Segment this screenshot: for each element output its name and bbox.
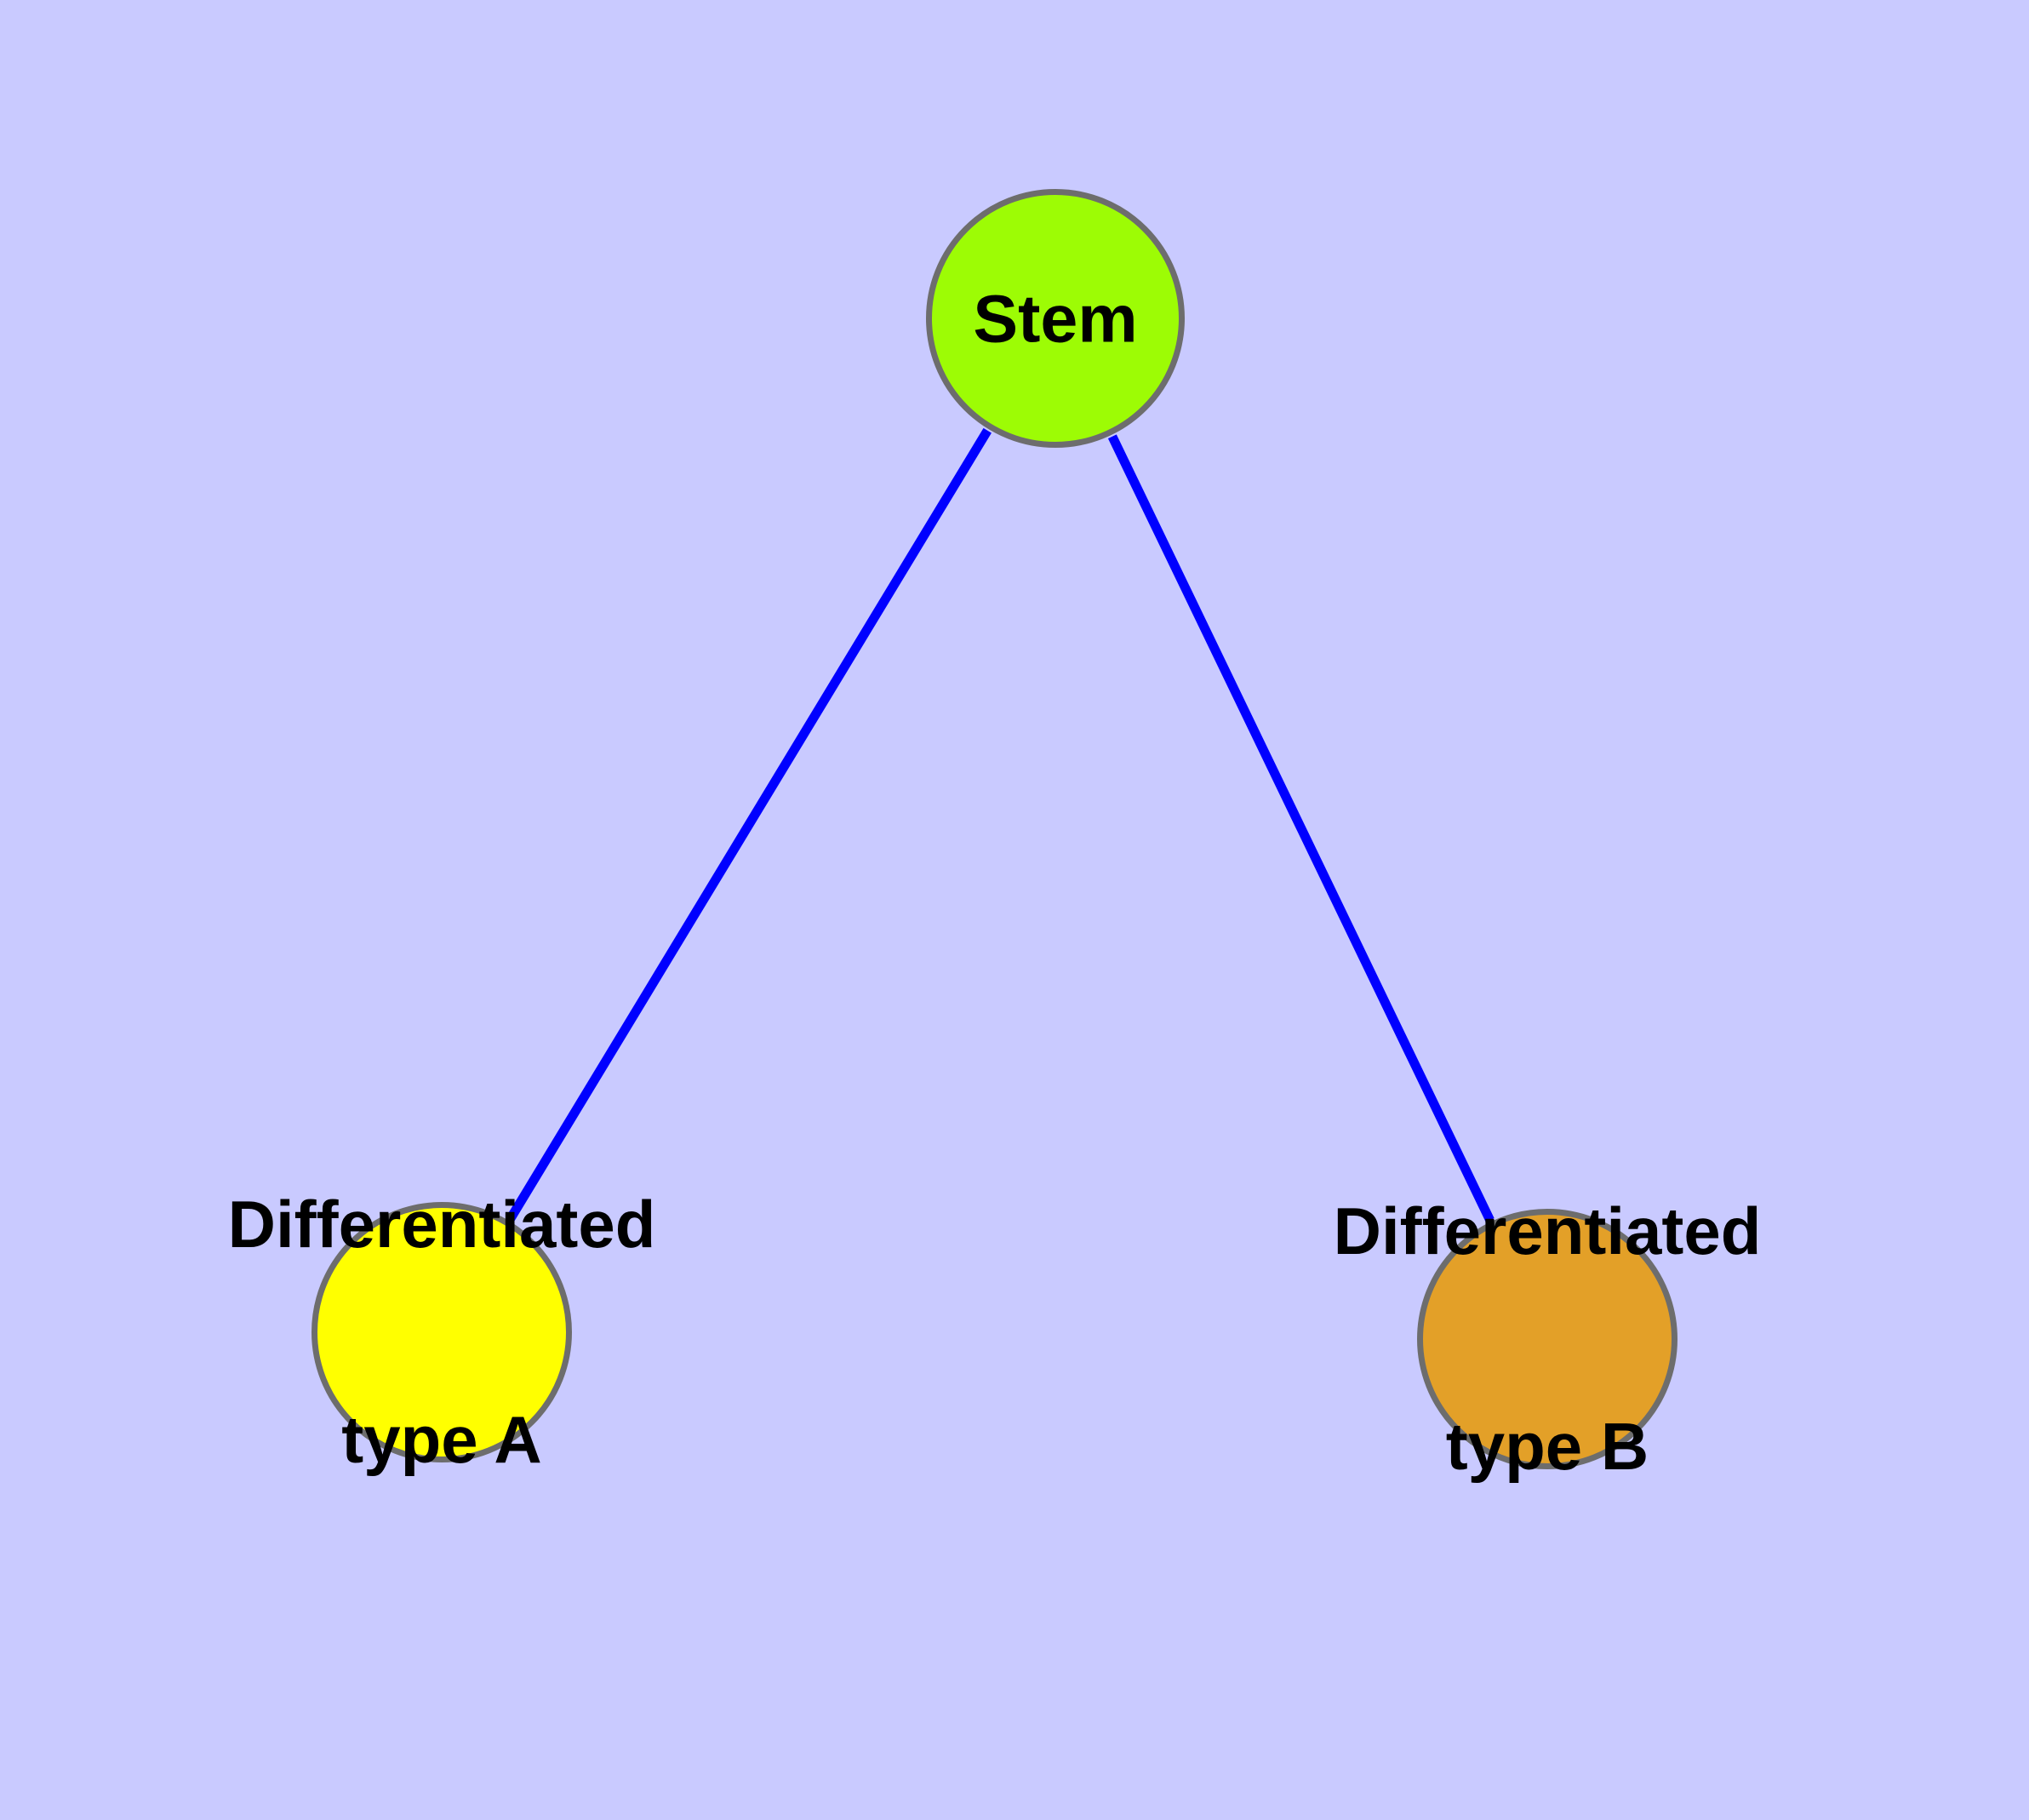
node-stem[interactable]: [926, 189, 1185, 448]
node-differentiated-type-b[interactable]: [1417, 1209, 1677, 1469]
node-differentiated-type-a[interactable]: [311, 1202, 572, 1462]
edge-stem-to-differentiated-type-a[interactable]: [506, 427, 992, 1222]
node-layer: [311, 189, 1677, 1469]
edge-stem-to-differentiated-type-b[interactable]: [1107, 434, 1495, 1222]
edge-layer: [506, 427, 1495, 1222]
